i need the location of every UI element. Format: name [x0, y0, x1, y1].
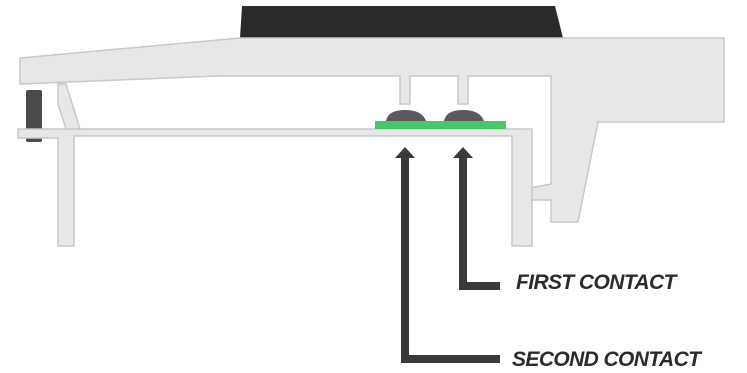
pcb-strip [375, 121, 506, 129]
second-contact-arrow [395, 147, 500, 363]
key-lever [19, 37, 725, 223]
support-strut [57, 83, 82, 130]
first-contact-arrow [453, 147, 500, 290]
first-contact-label: FIRST CONTACT [516, 271, 676, 294]
first-contact-dome [444, 110, 484, 121]
base-plate [17, 128, 533, 247]
keycap-top [240, 6, 563, 38]
second-contact-label: SECOND CONTACT [512, 348, 701, 371]
second-contact-dome [386, 110, 426, 121]
